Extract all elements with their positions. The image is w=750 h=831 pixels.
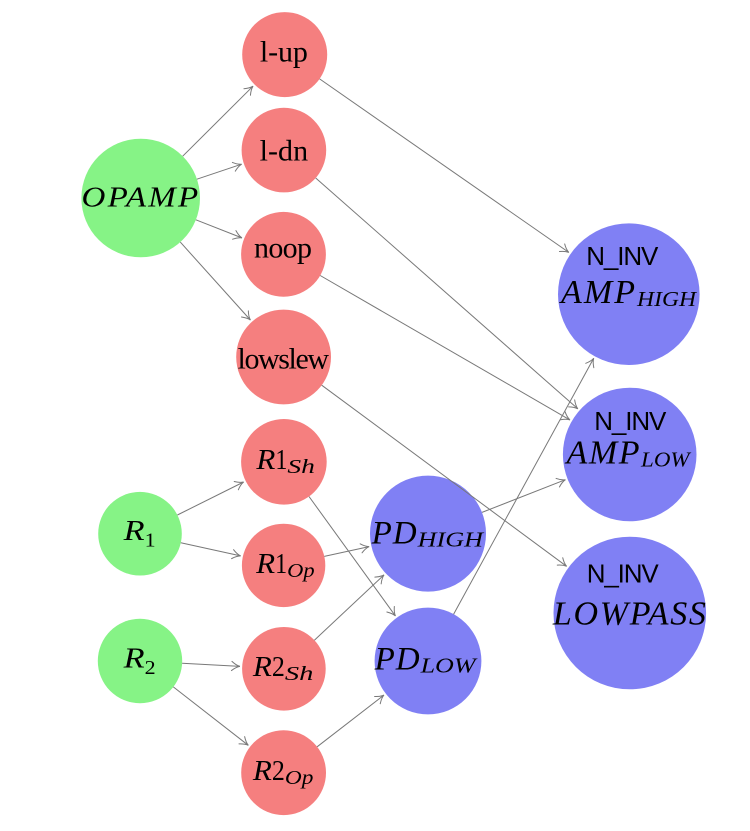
svg-text:PDHIGH: PDHIGH	[371, 516, 486, 552]
svg-text:PDLOW: PDLOW	[374, 641, 479, 677]
svg-text:R1: R1	[123, 515, 156, 552]
svg-text:R2: R2	[123, 642, 156, 679]
svg-text:l-up: l-up	[260, 36, 308, 69]
svg-text:N_INV: N_INV	[594, 406, 667, 436]
svg-text:N_INV: N_INV	[587, 558, 660, 588]
svg-text:noop: noop	[254, 231, 312, 264]
svg-text:l-dn: l-dn	[260, 135, 309, 168]
svg-text:LOWPASS: LOWPASS	[552, 596, 706, 633]
svg-text:R2Op: R2Op	[252, 755, 314, 789]
svg-text:AMPHIGH: AMPHIGH	[559, 274, 698, 311]
svg-text:R1Op: R1Op	[255, 548, 315, 582]
svg-text:AMPLOW: AMPLOW	[565, 435, 693, 472]
svg-text:N_INV: N_INV	[586, 241, 659, 271]
svg-text:R2Sh: R2Sh	[252, 651, 314, 685]
svg-text:R1Sh: R1Sh	[255, 444, 315, 478]
svg-text:lowslew: lowslew	[238, 342, 330, 375]
svg-text:OPAMP: OPAMP	[82, 182, 201, 214]
